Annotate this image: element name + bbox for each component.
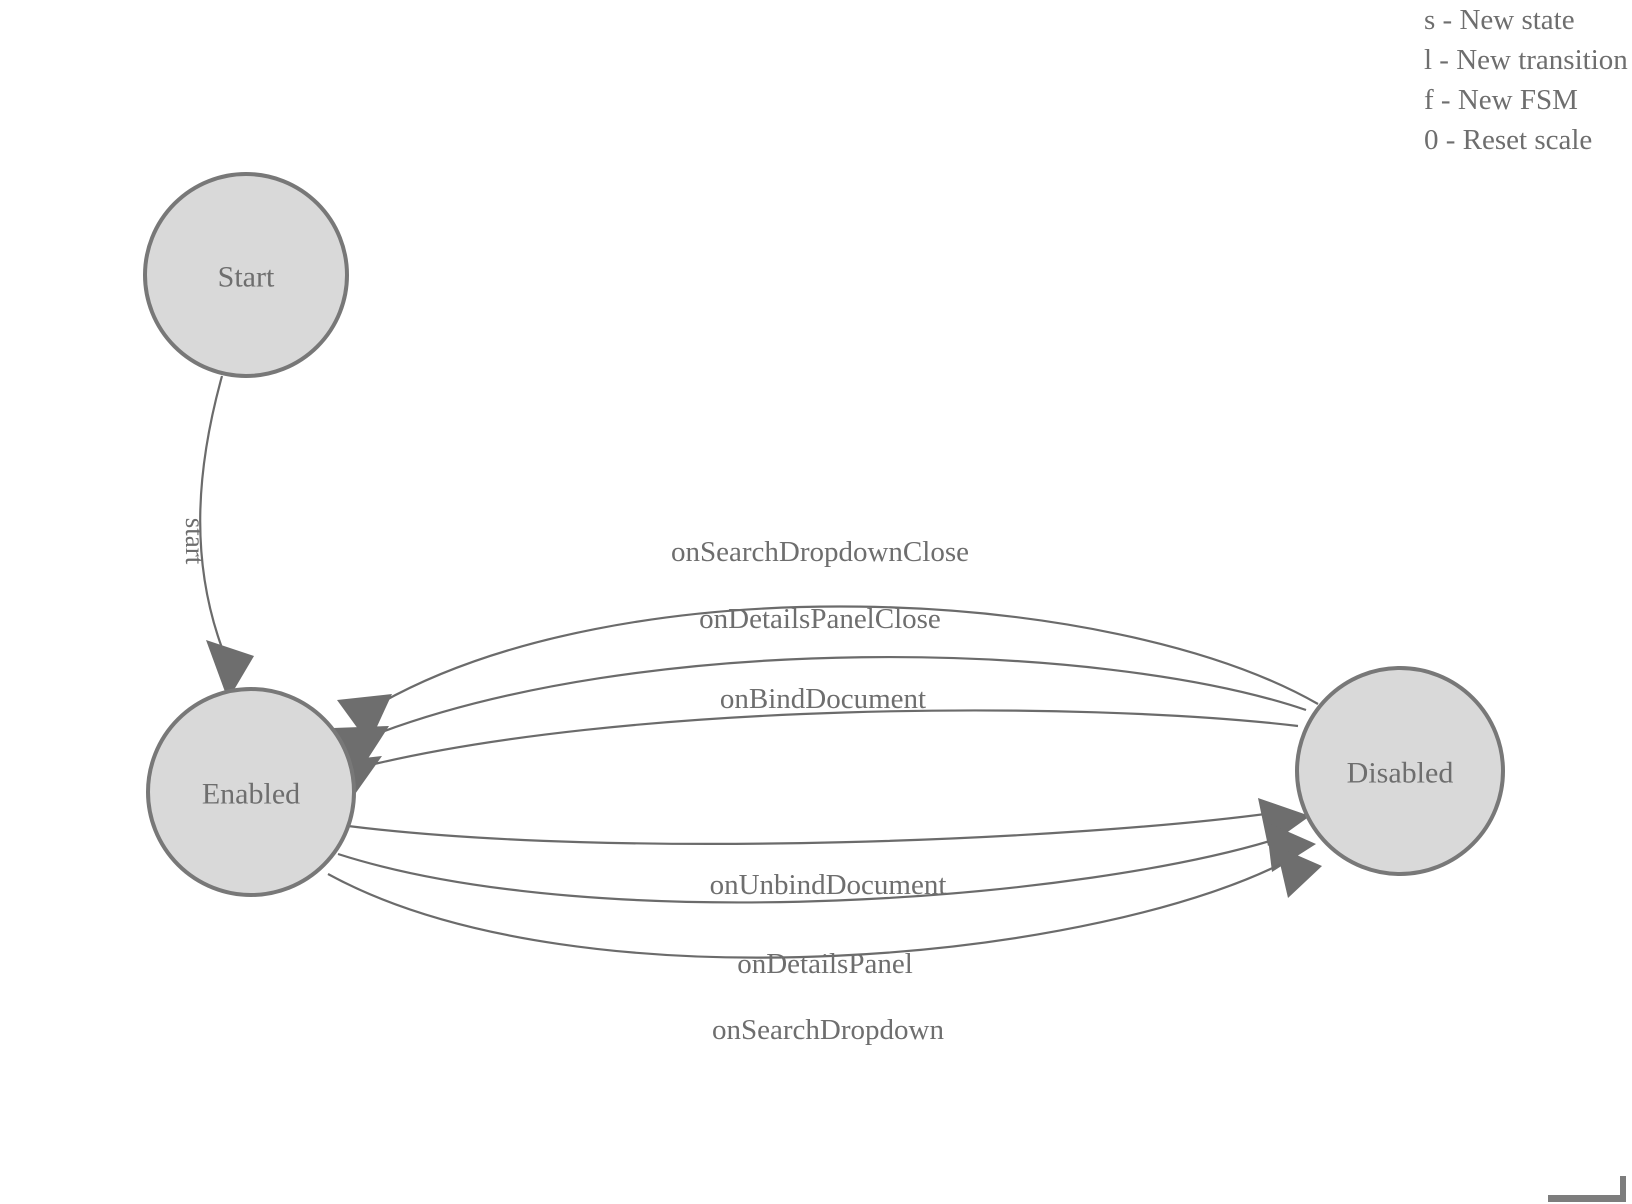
transition-ondetailspanel-arrowhead bbox=[1266, 822, 1316, 872]
transition-onsearchdropdownclose-path[interactable] bbox=[371, 605, 1319, 709]
state-layer: Start Enabled Disabled bbox=[143, 172, 1505, 897]
transition-label-ondetailspanelclose: onDetailsPanelClose bbox=[699, 603, 941, 635]
transition-label-onbinddocument: onBindDocument bbox=[720, 683, 926, 715]
state-node-start-circle[interactable] bbox=[143, 172, 349, 378]
vertical-scrollbar[interactable] bbox=[1620, 1176, 1626, 1202]
transition-ondetailspanel-path[interactable] bbox=[337, 834, 1287, 904]
transition-ondetailspanelclose-path[interactable] bbox=[365, 655, 1307, 740]
transition-label-start: start bbox=[180, 518, 210, 565]
transition-start-arrowhead bbox=[206, 640, 254, 700]
state-node-enabled-label: Enabled bbox=[202, 778, 300, 811]
transition-onsearchdropdown[interactable] bbox=[327, 846, 1322, 959]
transition-onsearchdropdown-arrowhead bbox=[1276, 846, 1322, 898]
transition-ondetailspanelclose-arrowhead bbox=[333, 726, 389, 774]
transition-onsearchdropdown-path[interactable] bbox=[327, 855, 1297, 959]
transition-label-ondetailspanel: onDetailsPanel bbox=[737, 948, 913, 980]
transition-onsearchdropdownclose-arrowhead bbox=[337, 694, 392, 744]
edge-layer bbox=[199, 375, 1322, 959]
transition-label-onunbinddocument: onUnbindDocument bbox=[710, 869, 947, 901]
state-node-disabled-circle[interactable] bbox=[1295, 666, 1505, 876]
transition-ondetailspanelclose[interactable] bbox=[333, 655, 1307, 774]
state-node-enabled[interactable]: Enabled bbox=[146, 687, 356, 897]
transition-onbinddocument[interactable] bbox=[328, 709, 1299, 804]
state-node-start[interactable]: Start bbox=[143, 172, 349, 378]
transition-label-onsearchdropdownclose: onSearchDropdownClose bbox=[671, 536, 969, 568]
transition-start-path[interactable] bbox=[199, 375, 224, 649]
transition-onunbinddocument[interactable] bbox=[347, 798, 1310, 846]
transition-onunbinddocument-path[interactable] bbox=[347, 810, 1281, 845]
transition-ondetailspanel[interactable] bbox=[337, 822, 1316, 904]
transition-label-onsearchdropdown: onSearchDropdown bbox=[712, 1014, 944, 1046]
transition-onsearchdropdownclose[interactable] bbox=[337, 605, 1319, 744]
state-node-enabled-circle[interactable] bbox=[146, 687, 356, 897]
edge-label-layer: start onSearchDropdownClose onDetailsPan… bbox=[180, 518, 969, 1046]
state-node-disabled-label: Disabled bbox=[1347, 757, 1454, 790]
state-node-disabled[interactable]: Disabled bbox=[1295, 666, 1505, 876]
state-node-start-label: Start bbox=[218, 261, 275, 294]
transition-onbinddocument-path[interactable] bbox=[357, 709, 1299, 770]
horizontal-scrollbar[interactable] bbox=[1548, 1195, 1626, 1202]
transition-start[interactable] bbox=[199, 375, 254, 700]
